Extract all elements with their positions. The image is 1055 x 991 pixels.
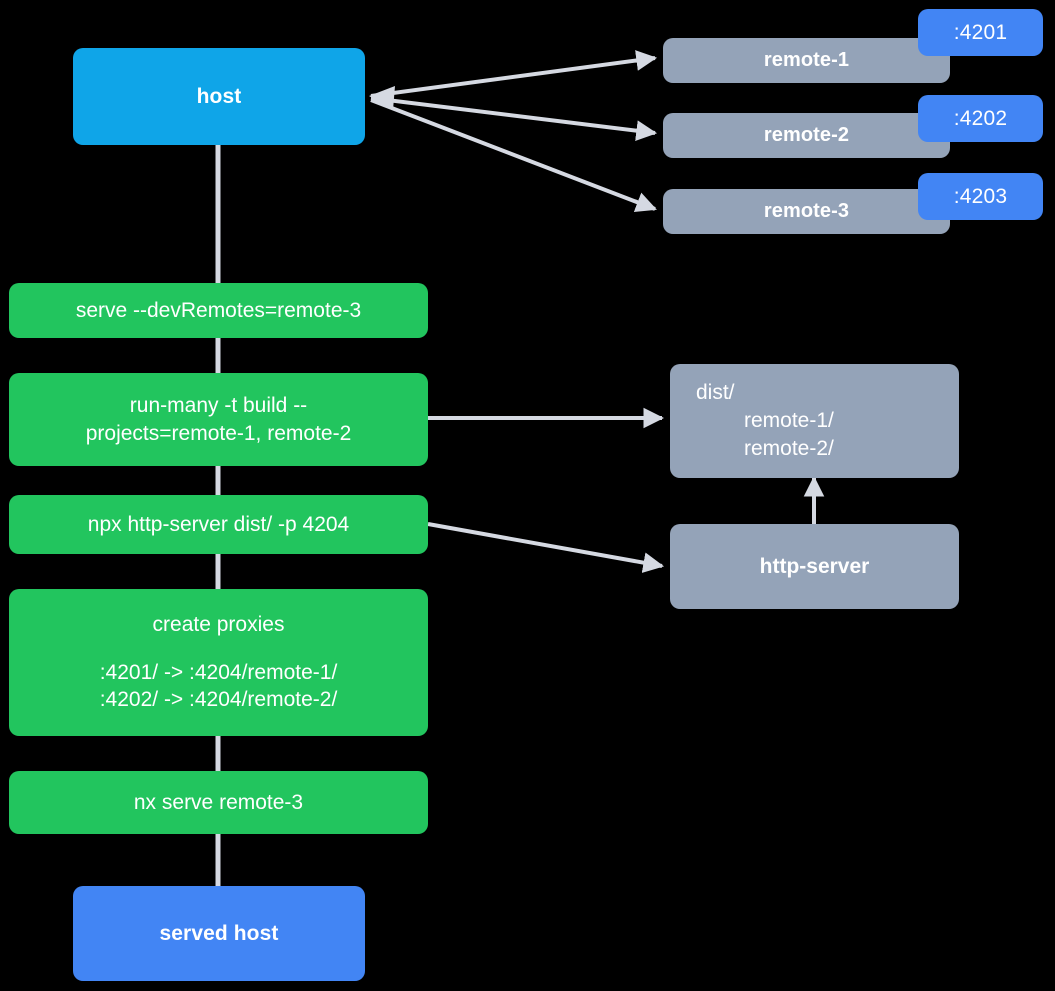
node-remote-2[interactable]: remote-2 (663, 113, 950, 158)
node-command-npx-http-server[interactable]: npx http-server dist/ -p 4204 (9, 495, 428, 554)
node-host[interactable]: host (73, 48, 365, 145)
node-command-create-proxies[interactable]: create proxies :4201/ -> :4204/remote-1/… (9, 589, 428, 736)
edge-host-to-remote-3 (370, 98, 657, 213)
badge-port-remote-2[interactable]: :4202 (918, 95, 1043, 142)
node-dist-folder-line-1: dist/ (696, 381, 735, 405)
node-command-run-many-line-2: projects=remote-1, remote-2 (85, 421, 352, 445)
node-command-run-many-text: run-many -t build -- projects=remote-1, … (86, 392, 352, 447)
node-command-create-proxies-mapping-1: :4201/ -> :4204/remote-1/ (99, 660, 338, 684)
node-remote-2-label: remote-2 (763, 124, 850, 147)
edge-host-to-remote-2 (370, 96, 658, 142)
node-command-nx-serve-remote-3-label: nx serve remote-3 (133, 790, 304, 814)
node-http-server[interactable]: http-server (670, 524, 959, 609)
node-served-host[interactable]: served host (73, 886, 365, 981)
badge-port-remote-1[interactable]: :4201 (918, 9, 1043, 56)
node-remote-3[interactable]: remote-3 (663, 189, 950, 234)
node-command-create-proxies-title: create proxies (152, 612, 285, 636)
spacer (100, 639, 338, 659)
edge-host-to-remote-1 (370, 50, 658, 98)
badge-port-remote-3[interactable]: :4203 (918, 173, 1043, 220)
node-command-create-proxies-text: create proxies :4201/ -> :4204/remote-1/… (100, 611, 338, 714)
node-command-run-many-line-1: run-many -t build -- (129, 393, 308, 417)
node-remote-1[interactable]: remote-1 (663, 38, 950, 83)
node-command-run-many[interactable]: run-many -t build -- projects=remote-1, … (9, 373, 428, 466)
node-command-npx-http-server-label: npx http-server dist/ -p 4204 (87, 512, 350, 536)
node-dist-folder[interactable]: dist/ remote-1/ remote-2/ (670, 364, 959, 478)
node-dist-folder-line-3: remote-2/ (744, 436, 834, 460)
node-served-host-label: served host (159, 921, 279, 945)
badge-port-remote-3-label: :4203 (953, 184, 1008, 208)
node-remote-1-label: remote-1 (763, 49, 850, 72)
edge-npx-to-httpserver (427, 522, 665, 573)
node-command-nx-serve-remote-3[interactable]: nx serve remote-3 (9, 771, 428, 834)
node-command-create-proxies-mapping-2: :4202/ -> :4204/remote-2/ (99, 688, 338, 712)
edge-remotes-to-host-arrowhead (369, 86, 395, 110)
node-host-label: host (196, 84, 242, 108)
node-remote-3-label: remote-3 (763, 200, 850, 223)
badge-port-remote-1-label: :4201 (953, 20, 1008, 44)
node-command-serve-dev-remotes-label: serve --devRemotes=remote-3 (75, 298, 362, 322)
badge-port-remote-2-label: :4202 (953, 106, 1008, 130)
node-http-server-label: http-server (759, 554, 870, 578)
node-dist-folder-line-2: remote-1/ (744, 409, 834, 433)
node-command-serve-dev-remotes[interactable]: serve --devRemotes=remote-3 (9, 283, 428, 338)
